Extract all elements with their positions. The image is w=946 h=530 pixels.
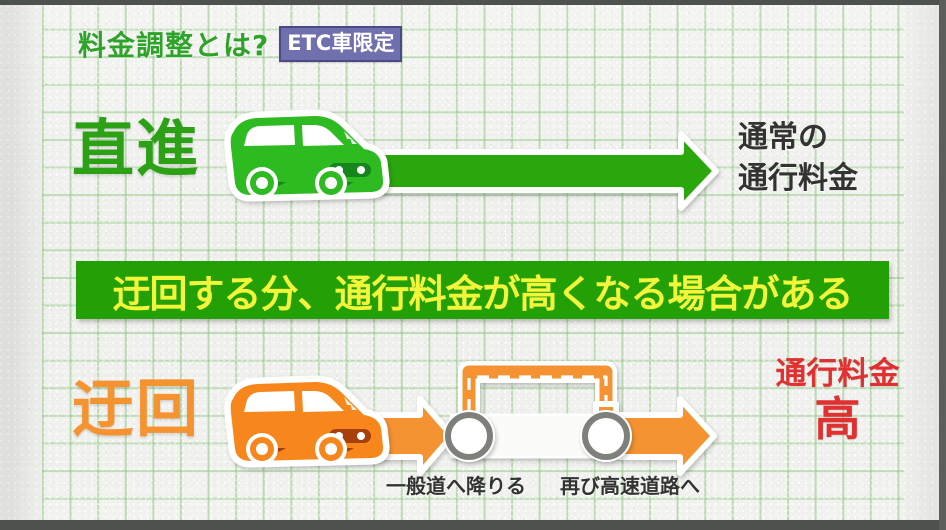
- callout-banner: 迂回する分、通行料金が高くなる場合がある: [76, 261, 889, 319]
- dashed-detour-path-icon: [458, 361, 617, 436]
- green-car-icon: [224, 109, 390, 202]
- header: 料金調整とは? ETC車限定: [78, 24, 403, 64]
- straight-result-line1: 通常の: [738, 120, 828, 155]
- page-title: 料金調整とは?: [78, 29, 270, 62]
- green-right-arrow-icon: [342, 131, 719, 211]
- exit-caption: 一般道へ降りる: [386, 474, 526, 498]
- orange-car-icon: [224, 375, 390, 468]
- bottom-edge-band: [0, 520, 946, 530]
- interchange-node-icon: [443, 410, 632, 462]
- top-edge-band: [0, 0, 946, 5]
- straight-row-label: 直進: [72, 112, 201, 185]
- detour-row-result: 通行料金 高: [740, 358, 935, 443]
- right-edge-band: [939, 0, 946, 530]
- detour-result-line1: 通行料金: [775, 356, 900, 392]
- detour-result-line2: 高: [814, 391, 861, 446]
- callout-banner-text: 迂回する分、通行料金が高くなる場合がある: [112, 271, 853, 316]
- straight-result-line2: 通行料金: [738, 160, 858, 196]
- etc-only-badge: ETC車限定: [279, 26, 403, 62]
- reenter-caption: 再び高速道路へ: [560, 474, 700, 498]
- straight-row-result: 通常の 通行料金: [738, 118, 858, 199]
- detour-row-label: 迂回: [72, 372, 201, 445]
